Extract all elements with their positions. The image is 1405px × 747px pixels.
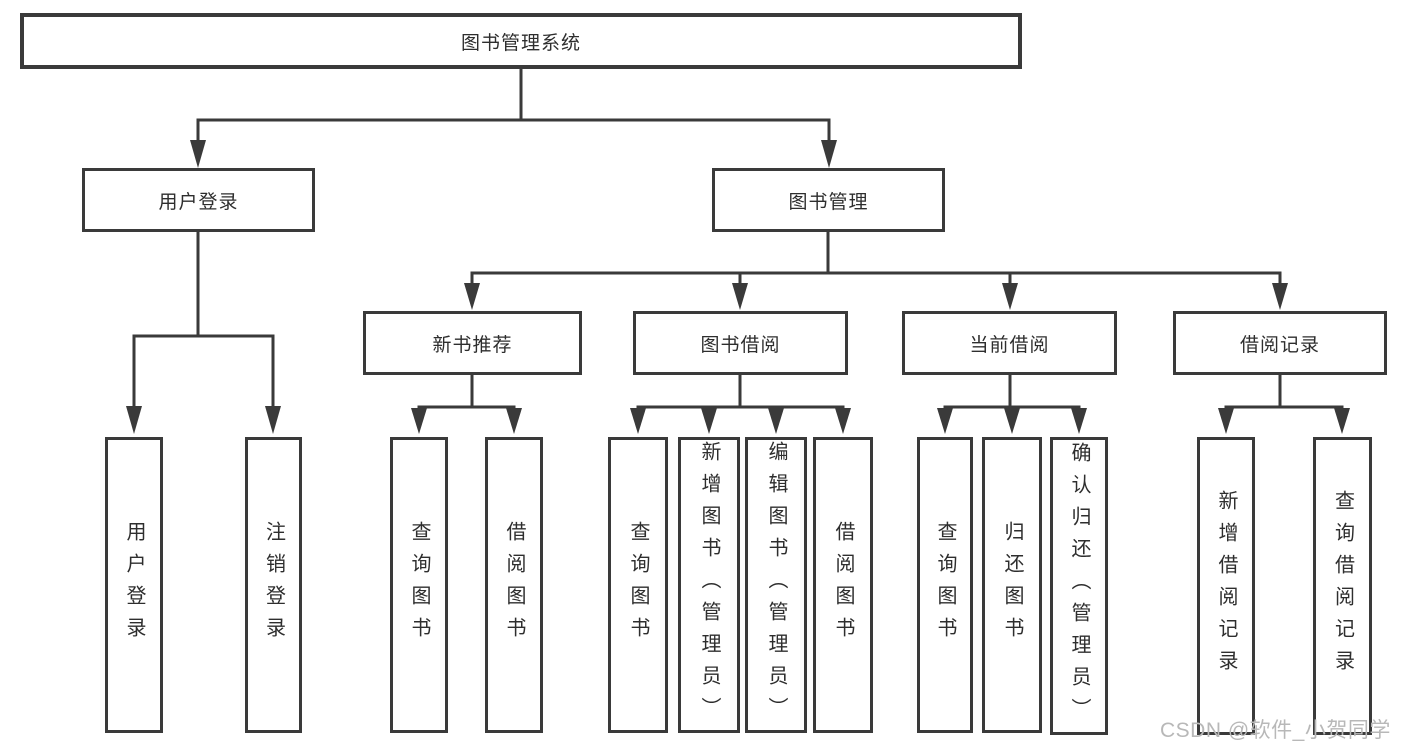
leaf-borrow-borrow-books-label: 借阅图书 — [832, 521, 854, 649]
leaf-current-return-books-label: 归还图书 — [1001, 521, 1023, 649]
leaf-borrow-edit-books-admin: 编辑图书（管理员） — [745, 437, 807, 733]
leaf-logout-label: 注销登录 — [262, 521, 285, 649]
node-book-borrow: 图书借阅 — [633, 311, 848, 375]
leaf-current-query-books: 查询图书 — [917, 437, 973, 733]
node-user-login: 用户登录 — [82, 168, 315, 232]
arrowheads — [126, 140, 1350, 434]
leaf-records-add-record-label: 新增借阅记录 — [1215, 490, 1237, 682]
node-root-label: 图书管理系统 — [460, 32, 581, 54]
leaf-borrow-borrow-books: 借阅图书 — [813, 437, 873, 733]
leaf-current-query-books-label: 查询图书 — [934, 521, 956, 649]
leaf-borrow-query-books-label: 查询图书 — [627, 521, 649, 649]
leaf-borrow-add-books-admin: 新增图书（管理员） — [678, 437, 740, 733]
leaf-borrow-edit-books-admin-label: 编辑图书（管理员） — [765, 441, 787, 729]
node-book-management-label: 图书管理 — [788, 191, 869, 213]
node-new-book-recommend: 新书推荐 — [363, 311, 582, 375]
node-book-management: 图书管理 — [712, 168, 945, 232]
node-current-borrow: 当前借阅 — [902, 311, 1117, 375]
csdn-watermark: CSDN @软件_小贺同学 — [1160, 719, 1391, 742]
leaf-current-confirm-return-admin: 确认归还（管理员） — [1050, 437, 1108, 735]
leaf-recommend-borrow-books-label: 借阅图书 — [503, 521, 525, 649]
node-borrow-records-label: 借阅记录 — [1239, 334, 1320, 356]
node-new-book-recommend-label: 新书推荐 — [432, 334, 513, 356]
node-book-borrow-label: 图书借阅 — [700, 334, 781, 356]
leaf-records-add-record: 新增借阅记录 — [1197, 437, 1255, 735]
node-borrow-records: 借阅记录 — [1173, 311, 1387, 375]
leaf-user-login: 用户登录 — [105, 437, 163, 733]
leaf-user-login-label: 用户登录 — [123, 521, 145, 649]
leaf-current-return-books: 归还图书 — [982, 437, 1042, 733]
leaf-borrow-add-books-admin-label: 新增图书（管理员） — [698, 441, 720, 729]
leaf-logout: 注销登录 — [245, 437, 302, 733]
node-user-login-label: 用户登录 — [158, 191, 239, 213]
leaf-recommend-query-books-label: 查询图书 — [408, 521, 430, 649]
leaf-recommend-query-books: 查询图书 — [390, 437, 448, 733]
node-current-borrow-label: 当前借阅 — [969, 334, 1050, 356]
leaf-records-query-record: 查询借阅记录 — [1313, 437, 1372, 735]
node-root: 图书管理系统 — [20, 13, 1022, 69]
leaf-borrow-query-books: 查询图书 — [608, 437, 668, 733]
leaf-current-confirm-return-admin-label: 确认归还（管理员） — [1068, 442, 1090, 730]
leaf-recommend-borrow-books: 借阅图书 — [485, 437, 543, 733]
leaf-records-query-record-label: 查询借阅记录 — [1331, 490, 1354, 682]
